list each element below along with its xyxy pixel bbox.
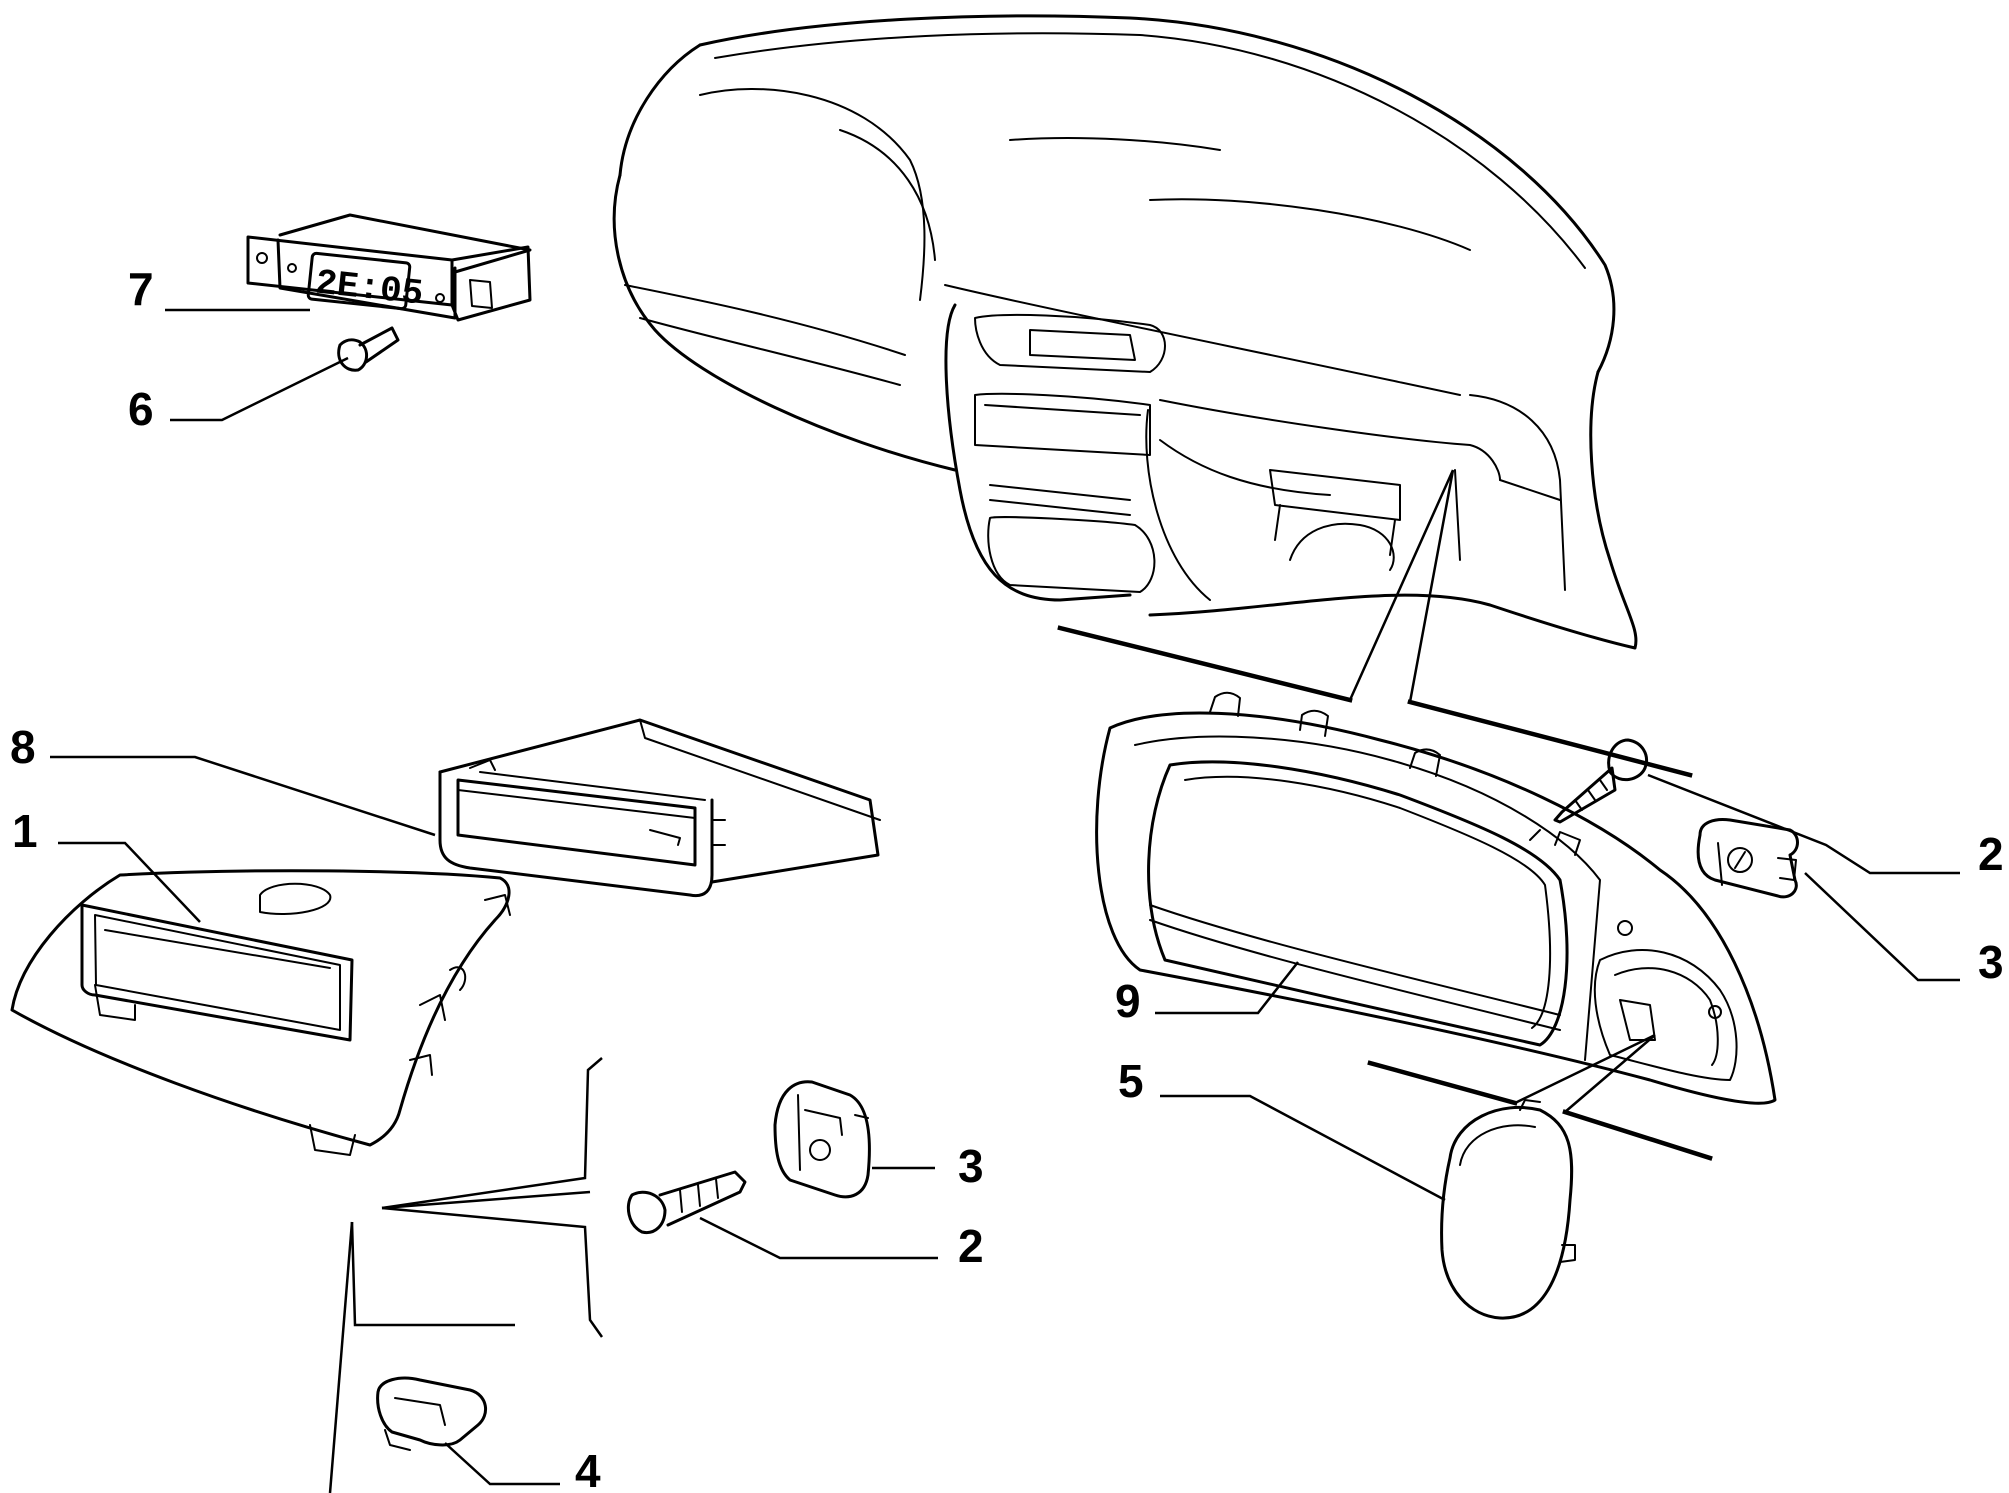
dashboard-assembly <box>612 14 1638 650</box>
callout-3-right: 3 <box>1978 936 2004 988</box>
leader-part9 <box>1155 961 1299 1015</box>
digital-clock: 2E:05 <box>246 213 532 322</box>
leader-part2-right <box>1647 773 1960 875</box>
leader-part8 <box>50 755 436 837</box>
leader-part1 <box>58 841 201 923</box>
leader-part4 <box>444 1442 560 1486</box>
guide-line <box>1057 625 1353 703</box>
callout-2-left: 2 <box>958 1220 984 1272</box>
guide-line <box>1562 1109 1713 1161</box>
guide-line <box>1367 1060 1518 1106</box>
center-trim-panel <box>10 869 511 1156</box>
screw-right <box>1529 738 1648 841</box>
callout-7: 7 <box>128 263 154 315</box>
callout-8: 8 <box>10 721 36 773</box>
leader-part6 <box>170 356 349 422</box>
cover-cap <box>1440 1099 1576 1320</box>
callout-6: 6 <box>128 383 154 435</box>
leader-part5 <box>1160 1094 1446 1202</box>
clip-nut-right <box>1696 818 1799 899</box>
leader-part2-left <box>699 1216 938 1260</box>
callout-3-left: 3 <box>958 1140 984 1192</box>
callout-9: 9 <box>1115 975 1141 1027</box>
callout-4: 4 <box>575 1445 601 1493</box>
callout-1: 1 <box>12 805 38 857</box>
callout-5: 5 <box>1118 1055 1144 1107</box>
screw-left <box>626 1170 747 1235</box>
clock-screw <box>337 326 400 372</box>
instrument-cluster-hood <box>1095 691 1777 1105</box>
callout-2-right: 2 <box>1978 828 2004 880</box>
storage-box <box>438 718 881 898</box>
guide-line <box>1407 699 1693 778</box>
clip-nut-left <box>773 1080 871 1199</box>
leader-part3-right <box>1804 872 1960 982</box>
retaining-clip <box>376 1376 487 1451</box>
